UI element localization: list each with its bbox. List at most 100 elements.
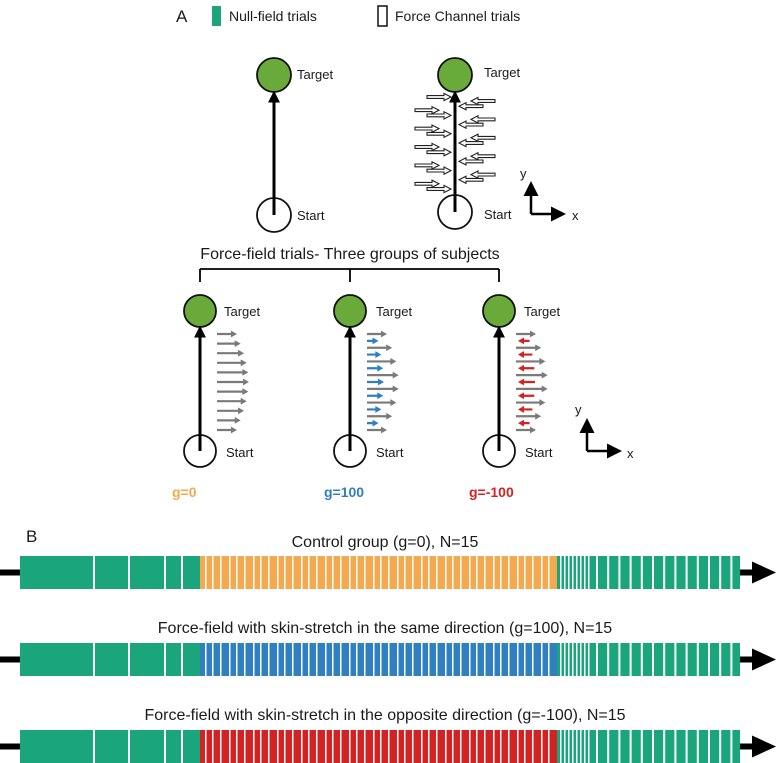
trial-divider	[663, 643, 666, 676]
trial-divider	[685, 556, 688, 589]
trial-divider	[364, 556, 366, 589]
trial-divider	[532, 556, 534, 589]
protocol-title-opposite: Force-field with skin-stretch in the opp…	[144, 707, 625, 724]
trial-divider	[484, 730, 486, 763]
protocol-bar-same	[0, 643, 776, 676]
force-arrow	[516, 371, 548, 379]
trial-divider	[292, 643, 294, 676]
trial-divider	[316, 556, 318, 589]
start-label: Start	[525, 445, 553, 460]
timeline-arrowhead	[752, 648, 776, 671]
trial-divider	[572, 730, 574, 763]
baseline-block	[20, 556, 200, 589]
trial-divider	[618, 643, 621, 676]
learning-block	[200, 643, 557, 676]
trial-divider	[340, 556, 342, 589]
force-arrow	[516, 426, 536, 434]
trial-divider	[308, 730, 310, 763]
trial-divider	[460, 730, 462, 763]
trial-divider	[412, 730, 414, 763]
skin-stretch-arrow	[367, 392, 384, 400]
trial-divider	[364, 643, 366, 676]
trial-divider	[428, 730, 430, 763]
trial-divider	[548, 556, 550, 589]
trial-divider	[652, 730, 654, 763]
trial-divider	[421, 556, 423, 589]
trial-divider	[524, 730, 526, 763]
trial-divider	[541, 556, 543, 589]
trial-divider	[253, 730, 255, 763]
channel-arrow-right	[426, 110, 453, 120]
force-arrow	[516, 399, 546, 406]
channel-arrow-left	[457, 138, 484, 148]
trial-divider	[236, 643, 238, 676]
force-arrow	[367, 371, 399, 379]
trial-divider	[588, 643, 590, 676]
trial-divider	[301, 556, 303, 589]
trial-divider	[493, 556, 495, 589]
trial-divider	[284, 643, 286, 676]
trial-divider	[349, 643, 351, 676]
trial-divider	[268, 643, 270, 676]
trial-divider	[373, 556, 375, 589]
start-label: Start	[297, 208, 325, 223]
gain-label: g=100	[324, 484, 364, 500]
trial-divider	[618, 556, 621, 589]
trial-divider	[517, 730, 519, 763]
protocol-title-same: Force-field with skin-stretch in the sam…	[158, 620, 613, 637]
trial-divider	[436, 643, 438, 676]
skin-stretch-arrow	[518, 406, 533, 413]
force-arrow	[217, 378, 249, 386]
null-field-legend-swatch	[212, 6, 221, 26]
trial-divider	[332, 556, 334, 589]
trial-divider	[445, 556, 447, 589]
trial-divider	[572, 556, 574, 589]
trial-divider	[229, 556, 231, 589]
trial-divider	[640, 556, 643, 589]
skin-stretch-arrow	[518, 378, 535, 386]
channel-arrow-right	[414, 142, 441, 152]
trial-divider	[404, 643, 406, 676]
trial-divider	[568, 730, 570, 763]
skin-stretch-arrow	[518, 351, 533, 358]
force-channel-reach-diagram: Target Start	[414, 57, 521, 230]
trial-divider	[292, 730, 294, 763]
trial-divider	[308, 556, 310, 589]
trial-divider	[708, 556, 710, 589]
trial-divider	[500, 643, 502, 676]
trial-divider	[436, 730, 438, 763]
force-arrow	[367, 399, 397, 406]
trial-divider	[508, 643, 510, 676]
trial-divider	[260, 643, 262, 676]
trial-divider	[380, 556, 382, 589]
force-arrow	[217, 330, 237, 338]
force-arrow	[217, 407, 245, 415]
trial-divider	[584, 730, 586, 763]
trial-divider	[325, 556, 327, 589]
target-circle	[437, 57, 473, 93]
null-field-legend-label: Null-field trials	[229, 8, 317, 24]
trial-divider	[356, 643, 358, 676]
trial-divider	[205, 730, 207, 763]
trial-divider	[663, 730, 666, 763]
trial-divider	[284, 730, 286, 763]
trial-divider	[596, 556, 598, 589]
force-arrow	[217, 359, 247, 367]
trial-divider	[373, 730, 375, 763]
trial-divider	[452, 556, 454, 589]
skin-stretch-arrow	[367, 378, 384, 386]
channel-arrow-right	[426, 147, 453, 157]
null-field-reach-diagram: Target Start	[256, 57, 334, 233]
trial-divider	[564, 556, 566, 589]
trial-divider	[316, 643, 318, 676]
timeline-start-stub	[0, 656, 20, 663]
force-arrow	[217, 369, 249, 376]
channel-arrow-right	[414, 124, 441, 134]
axis-y-label: y	[575, 402, 582, 417]
trial-divider	[128, 556, 130, 589]
force-arrows	[516, 330, 548, 434]
force-arrow	[516, 330, 536, 338]
target-circle	[256, 57, 292, 93]
trial-divider	[93, 556, 95, 589]
trial-divider	[576, 643, 578, 676]
